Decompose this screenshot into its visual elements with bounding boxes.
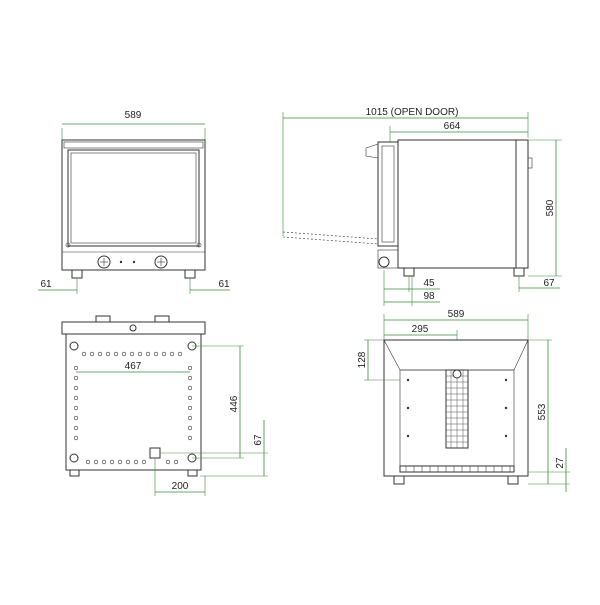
front-width-label: 589 <box>125 110 142 121</box>
door-offset-label: 45 <box>423 278 435 289</box>
section-height-label: 553 <box>537 403 548 420</box>
foot-left <box>71 269 83 279</box>
door-window <box>67 149 200 247</box>
height-label: 580 <box>545 199 556 216</box>
vent-holes-right <box>187 365 193 441</box>
power-socket-icon <box>149 447 161 459</box>
foot-offset-label: 98 <box>423 291 435 302</box>
door-side <box>377 141 399 247</box>
fan-icon <box>452 369 462 379</box>
top-depth-label: 128 <box>357 351 368 368</box>
rear-foot-label: 67 <box>543 278 555 289</box>
foot-right <box>184 269 196 279</box>
open-door-label: 1015 (OPEN DOOR) <box>366 107 459 118</box>
vent-holes-left <box>73 365 79 441</box>
fan-offset-label: 295 <box>412 324 429 335</box>
front-view: 589 61 61 <box>38 110 230 294</box>
socket-offset-label: 200 <box>172 481 189 492</box>
section-width-label: 589 <box>448 309 465 320</box>
inner-height-label: 446 <box>229 395 240 412</box>
left-foot-label: 61 <box>40 279 52 290</box>
fan-grill-pattern <box>446 370 468 448</box>
inner-width-label: 467 <box>125 361 142 372</box>
right-foot-label: 61 <box>218 279 230 290</box>
vent-holes-bottom <box>85 459 179 465</box>
side-view: 1015 (OPEN DOOR) 664 580 45 98 <box>282 107 562 306</box>
cross-section-view: 589 295 128 <box>357 309 570 492</box>
base-height-label: 27 <box>555 457 566 469</box>
rear-view: 467 446 67 200 <box>61 315 268 496</box>
knob-side-icon <box>378 256 390 268</box>
depth-label: 664 <box>444 121 461 132</box>
vent-holes-top <box>81 351 183 357</box>
rear-panel <box>65 333 202 471</box>
socket-height-label: 67 <box>253 434 264 446</box>
oven-side-body <box>397 139 529 269</box>
